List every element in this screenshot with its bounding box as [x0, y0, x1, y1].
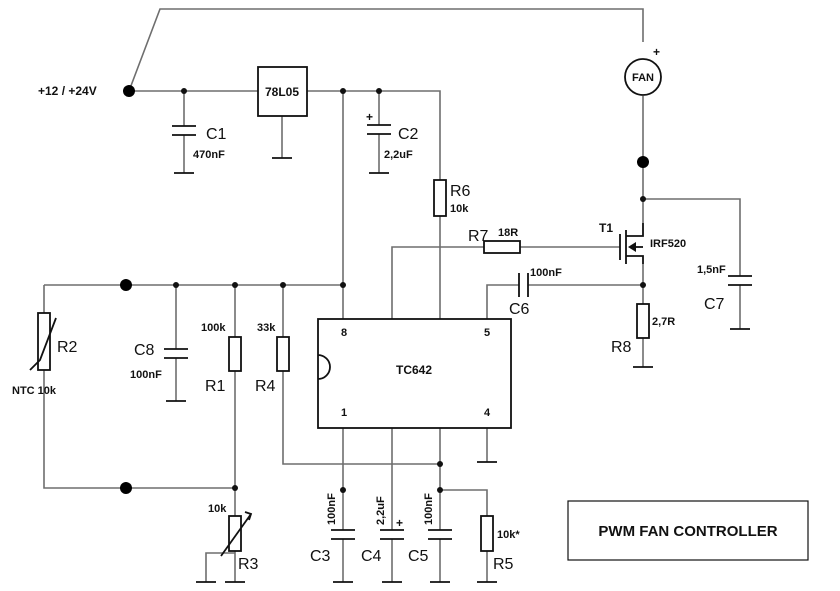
c5-plates [428, 529, 452, 540]
ic-pin-8-label: 8 [341, 327, 347, 339]
c5-value: 100nF [423, 493, 435, 525]
ic-pin-1-label: 1 [341, 407, 347, 419]
ntc-slash [29, 317, 57, 371]
c7-plates [728, 275, 752, 286]
diagram-title: PWM FAN CONTROLLER [598, 523, 777, 540]
c2-plus-label: + [366, 110, 373, 124]
fan-plus-label: + [653, 45, 660, 59]
r3-ref: R3 [238, 556, 259, 573]
r5-value: 10k* [497, 529, 520, 541]
c4-ref: C4 [361, 548, 382, 565]
c2-plates [367, 124, 391, 135]
c2-ref: C2 [398, 126, 419, 143]
fan-symbol: FAN + [624, 45, 662, 96]
c6-ref: C6 [509, 301, 530, 318]
c3-plates [331, 529, 355, 540]
r7-value: 18R [498, 227, 518, 239]
r1-value: 100k [201, 322, 226, 334]
regulator-label: 78L05 [265, 85, 299, 99]
r1-ref: R1 [205, 378, 226, 395]
c7-value: 1,5nF [697, 264, 726, 276]
c8-ref: C8 [134, 342, 155, 359]
mosfet-t1 [619, 223, 644, 264]
trimmer-arrow-head [244, 511, 253, 521]
capacitor-plates [164, 124, 752, 540]
c1-value: 470nF [193, 149, 225, 161]
c5-ref: C5 [408, 548, 429, 565]
c1-ref: C1 [206, 126, 227, 143]
c7-ref: C7 [704, 296, 725, 313]
c8-value: 100nF [130, 369, 162, 381]
c3-ref: C3 [310, 548, 331, 565]
ic-tc642: TC642 8 5 1 4 [317, 318, 512, 429]
r3-value: 10k [208, 503, 227, 515]
r2-value: NTC 10k [12, 385, 57, 397]
c6-value: 100nF [530, 267, 562, 279]
ic-label: TC642 [396, 363, 432, 377]
r6-ref: R6 [450, 183, 471, 200]
title-box: PWM FAN CONTROLLER [567, 500, 809, 561]
r4-body [276, 336, 290, 372]
c4-value: 2,2uF [375, 496, 387, 525]
r4-ref: R4 [255, 378, 276, 395]
c8-plates [164, 348, 188, 359]
c6-plates [518, 273, 529, 297]
r6-value: 10k [450, 203, 469, 215]
resistor-bodies [37, 179, 650, 552]
c4-plates [380, 529, 404, 540]
c3-value: 100nF [326, 493, 338, 525]
t1-ref: T1 [599, 221, 613, 235]
r1-body [228, 336, 242, 372]
r2-ref: R2 [57, 339, 78, 356]
wires [43, 8, 750, 582]
fan-label: FAN [632, 72, 654, 84]
c2-value: 2,2uF [384, 149, 413, 161]
c1-plates [172, 125, 196, 136]
r3-body [228, 515, 242, 552]
junction-dots [120, 85, 649, 494]
r5-body [480, 515, 494, 552]
ic-pin-4-label: 4 [484, 407, 491, 419]
r8-body [636, 303, 650, 339]
r8-value: 2,7R [652, 316, 675, 328]
ground-symbols [196, 366, 653, 583]
supply-label: +12 / +24V [38, 84, 97, 98]
t1-value: IRF520 [650, 238, 686, 250]
r4-value: 33k [257, 322, 276, 334]
regulator-78l05: 78L05 [257, 66, 308, 117]
c4-plus-label: + [396, 516, 403, 530]
r8-ref: R8 [611, 339, 632, 356]
r6-body [433, 179, 447, 217]
ic-pin-5-label: 5 [484, 327, 490, 339]
trimmer-arrow [220, 513, 252, 557]
r5-ref: R5 [493, 556, 514, 573]
r7-ref: R7 [468, 228, 489, 245]
r7-body [483, 240, 521, 254]
